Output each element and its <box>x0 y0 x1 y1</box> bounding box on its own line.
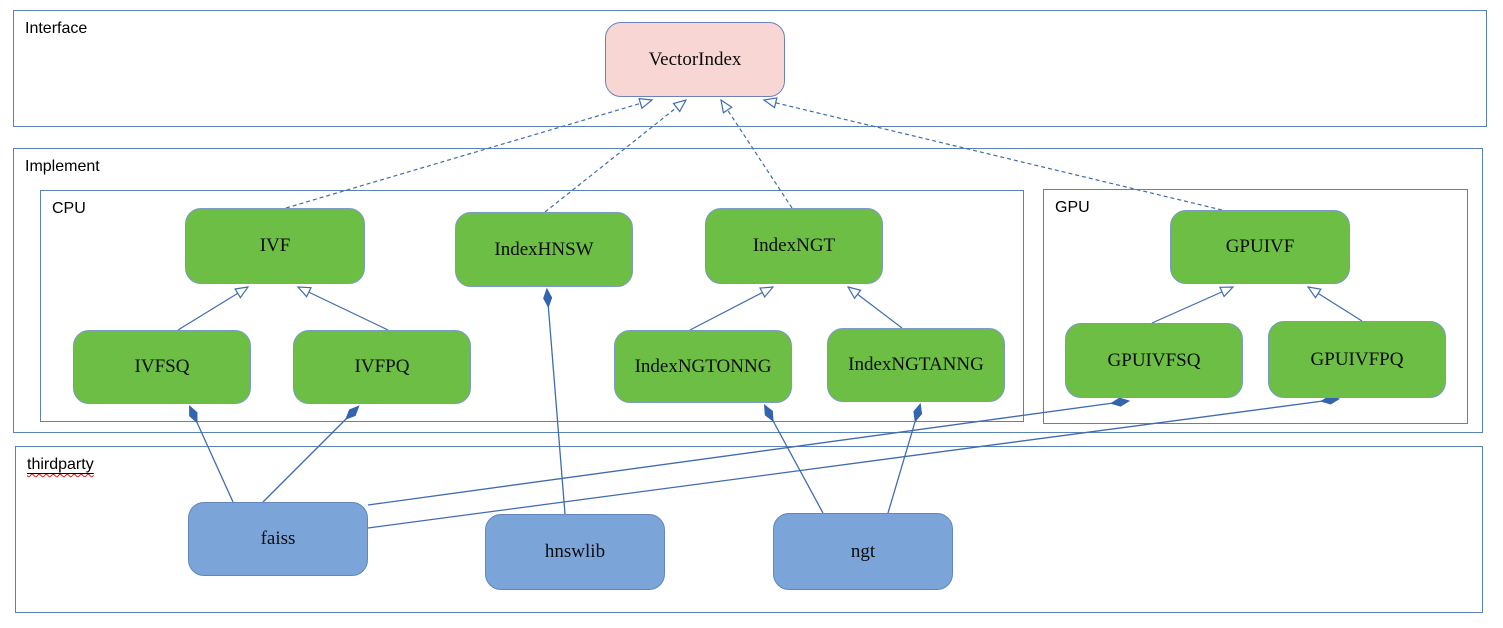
node-gpuivfsq-label: GPUIVFSQ <box>1107 349 1201 371</box>
container-implement-label: Implement <box>25 158 100 175</box>
edge-ivf-vectorindex[interactable] <box>285 100 652 209</box>
node-vectorindex-label: VectorIndex <box>648 48 742 70</box>
container-thirdparty-label: thirdparty <box>27 455 94 474</box>
container-thirdparty[interactable]: thirdparty <box>15 446 1483 613</box>
edge-ngt-indexngtanng[interactable] <box>887 405 920 514</box>
edge-ngt-indexngtonng[interactable] <box>765 406 824 514</box>
node-ivfpq-label: IVFPQ <box>354 356 410 377</box>
node-indexhnsw-label: IndexHNSW <box>494 238 594 260</box>
node-gpuivfpq[interactable]: GPUIVFPQ <box>1268 321 1446 398</box>
edge-faiss-ivfpq[interactable] <box>262 407 358 503</box>
node-indexhnsw[interactable]: IndexHNSW <box>455 212 633 287</box>
container-interface-label: Interface <box>25 20 88 37</box>
edge-faiss-ivfsq[interactable] <box>190 407 234 503</box>
node-ivfsq-label: IVFSQ <box>134 356 190 377</box>
node-gpuivfpq-label: GPUIVFPQ <box>1310 348 1404 370</box>
node-gpuivf-label: GPUIVF <box>1225 236 1295 257</box>
edge-ivfpq-ivf[interactable] <box>298 287 389 331</box>
node-vectorindex[interactable]: VectorIndex <box>605 22 785 97</box>
node-ngt-label: ngt <box>850 540 876 562</box>
node-ivf-label: IVF <box>259 235 291 256</box>
node-ivfpq[interactable]: IVFPQ <box>293 330 471 404</box>
node-faiss[interactable]: faiss <box>188 502 368 576</box>
edge-gpuivfpq-gpuivf[interactable] <box>1308 287 1363 322</box>
node-indexngtanng[interactable]: IndexNGTANNG <box>827 328 1005 402</box>
edge-faiss-gpuivfsq[interactable] <box>367 401 1128 506</box>
node-hnswlib[interactable]: hnswlib <box>485 514 665 590</box>
container-implement[interactable]: Implement <box>13 148 1483 433</box>
container-gpu-label: GPU <box>1055 199 1090 216</box>
container-interface[interactable]: Interface <box>13 10 1487 127</box>
node-indexngtanng-label: IndexNGTANNG <box>848 354 984 375</box>
node-gpuivf[interactable]: GPUIVF <box>1170 210 1350 284</box>
node-ivfsq[interactable]: IVFSQ <box>73 330 251 404</box>
node-indexngt-label: IndexNGT <box>752 235 836 256</box>
edge-ivfsq-ivf[interactable] <box>177 287 248 331</box>
container-gpu[interactable]: GPU <box>1043 189 1468 424</box>
node-gpuivfsq[interactable]: GPUIVFSQ <box>1065 323 1243 398</box>
node-ivf[interactable]: IVF <box>185 208 365 284</box>
edge-gpuivf-vectorindex[interactable] <box>764 100 1223 211</box>
container-cpu[interactable]: CPU <box>40 190 1024 422</box>
edge-indexhnsw-vectorindex[interactable] <box>544 100 686 213</box>
node-indexngtonng-label: IndexNGTONNG <box>634 355 772 377</box>
edge-indexngtonng-indexngt[interactable] <box>689 287 773 331</box>
edge-indexngt-vectorindex[interactable] <box>721 100 793 209</box>
edge-indexngtanng-indexngt[interactable] <box>848 287 903 329</box>
node-faiss-label: faiss <box>260 528 296 549</box>
edge-gpuivfsq-gpuivf[interactable] <box>1151 287 1233 324</box>
node-indexngt[interactable]: IndexNGT <box>705 208 883 284</box>
container-thirdparty-label-text: thirdparty <box>27 456 94 473</box>
edge-faiss-gpuivfpq[interactable] <box>367 399 1338 529</box>
edge-hnswlib-indexhnsw[interactable] <box>547 290 566 515</box>
container-cpu-label: CPU <box>52 200 86 217</box>
node-ngt[interactable]: ngt <box>773 513 953 590</box>
node-indexngtonng[interactable]: IndexNGTONNG <box>614 330 792 403</box>
node-hnswlib-label: hnswlib <box>544 541 606 562</box>
